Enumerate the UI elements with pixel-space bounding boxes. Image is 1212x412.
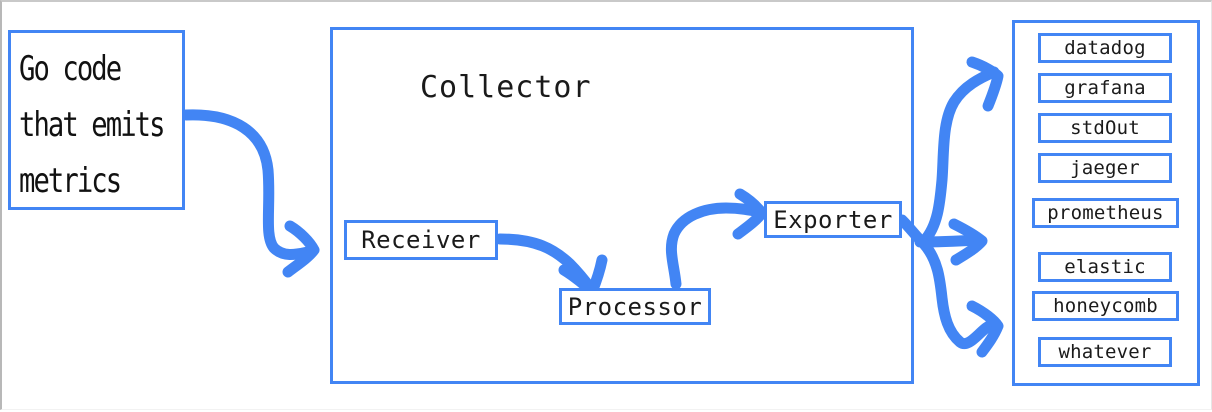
destination-label: datadog — [1064, 37, 1146, 59]
arrow-source-to-receiver — [180, 109, 320, 278]
source-line-2: that emits — [19, 105, 165, 145]
destination-label: whatever — [1058, 341, 1152, 363]
arrow-exporter-fanout-down — [918, 238, 1004, 358]
destination-grafana: grafana — [1038, 73, 1172, 103]
destination-label: grafana — [1064, 77, 1146, 99]
destination-whatever: whatever — [1038, 337, 1172, 367]
destination-elastic: elastic — [1038, 252, 1172, 282]
processor-label: Processor — [567, 292, 703, 321]
destination-prometheus: prometheus — [1032, 198, 1179, 228]
destination-stdout: stdOut — [1038, 113, 1172, 143]
exporter-node: Exporter — [764, 201, 902, 238]
arrow-exporter-fanout-mid — [914, 218, 988, 266]
collector-title: Collector — [420, 70, 592, 105]
arrow-exporter-fanout-up — [918, 56, 1004, 247]
destinations-container — [1012, 20, 1200, 386]
destination-label: stdOut — [1070, 117, 1140, 139]
destination-jaeger: jaeger — [1038, 153, 1172, 183]
destination-label: elastic — [1064, 256, 1146, 278]
source-line-1: Go code — [19, 49, 122, 89]
go-code-source-box: Go code that emits metrics — [8, 30, 185, 210]
destination-honeycomb: honeycomb — [1032, 291, 1179, 321]
destination-label: jaeger — [1070, 157, 1140, 179]
destination-datadog: datadog — [1038, 33, 1172, 63]
collector-container — [330, 27, 914, 384]
source-line-3: metrics — [19, 161, 122, 201]
processor-node: Processor — [559, 288, 711, 325]
receiver-label: Receiver — [361, 226, 481, 254]
receiver-node: Receiver — [344, 220, 498, 260]
destination-label: prometheus — [1047, 202, 1164, 224]
exporter-label: Exporter — [773, 205, 893, 234]
destination-label: honeycomb — [1053, 295, 1158, 317]
